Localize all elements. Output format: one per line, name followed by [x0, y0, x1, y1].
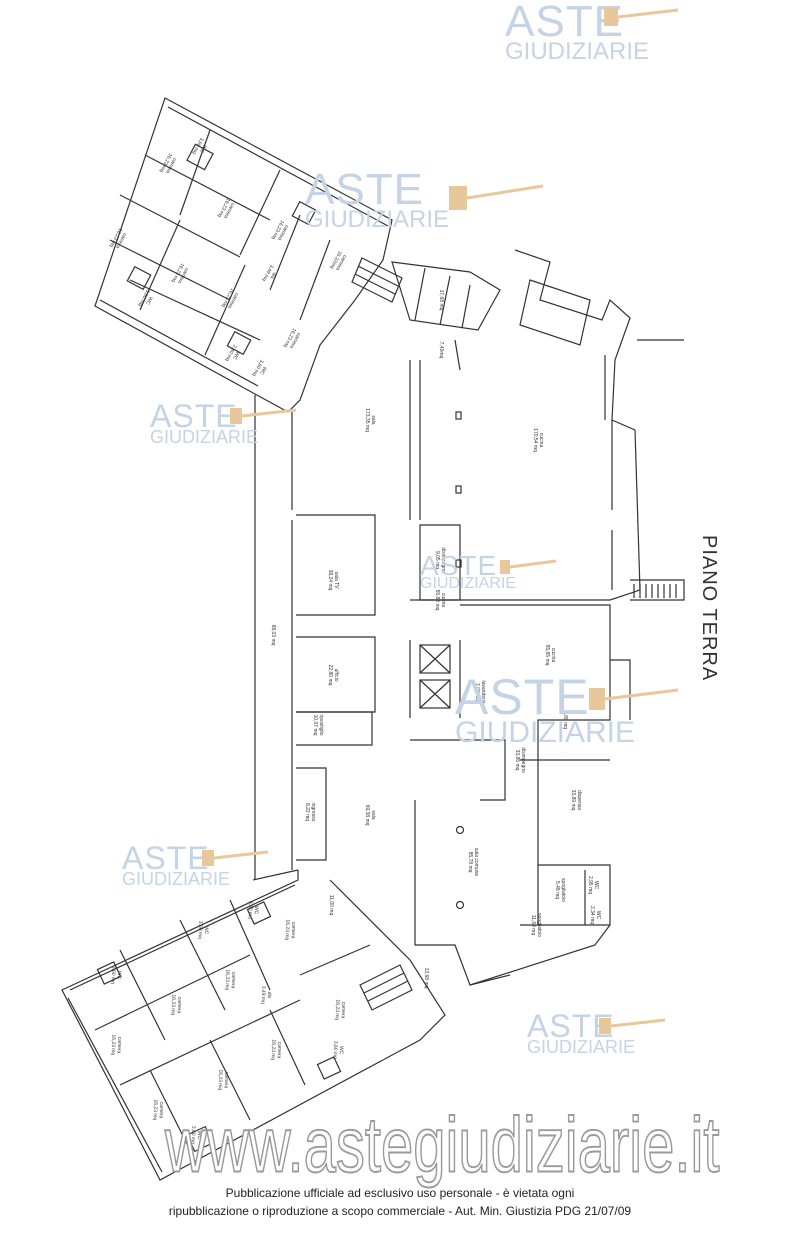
label-wc-u2: WC3,60 mq [137, 288, 156, 310]
label-camera-u3: camera16,23 mq [270, 219, 290, 243]
watermark-site: www.astegiudiziarie.it [164, 1100, 720, 1190]
label-wc-l1: WC3,60 mq [247, 901, 260, 920]
label-dis-l: dis3,49 mq [260, 986, 273, 1005]
label-camera-l6: camera16,23 mq [270, 1039, 283, 1060]
label-dispensa: dispensa33,89 mq [570, 790, 582, 811]
upper-wing-outline [94, 97, 393, 413]
label-wc-l2: WC3,60 mq [197, 921, 210, 940]
label-camera-u6: camera16,23 mq [170, 262, 190, 286]
label-cucina-small: cucina55,80 mq [434, 590, 446, 611]
label-corridor: 68,03 mq [270, 625, 276, 646]
elevator-1 [419, 644, 451, 674]
footer-line-1: Pubblicazione ufficiale ad esclusivo uso… [225, 1186, 575, 1200]
label-sala-main: sala173,35 mq [364, 408, 376, 432]
label-wc-l4: WC3,60 mq [332, 1041, 345, 1060]
label-room-12: 12,68 mq [423, 968, 429, 989]
label-wc-b: WC2,34 mq [589, 906, 601, 924]
label-ingresso: ingresso8,22 mq [304, 803, 316, 822]
label-ufficio: ufficio22,80 mq [327, 665, 339, 686]
label-disimpegno2: disimpegno33,85 mq [514, 747, 526, 773]
label-sala-tv: sala TV38,24 mq [327, 570, 339, 591]
label-camera-u4: camera16,22mq [328, 250, 348, 273]
label-wc-l5: WC3,60 mq [190, 1126, 203, 1145]
label-disimp-a: 7,40mq [438, 342, 444, 359]
label-wc-u4: WC3,60 mq [251, 358, 270, 380]
elevator-2 [419, 679, 451, 709]
label-camera-l4: camera16,23 mq [110, 1034, 123, 1055]
label-disimpegno-center: disimpegno9,05 mq [434, 547, 446, 573]
label-ripostiglio: ripostiglio10,07 mq [312, 714, 324, 735]
label-lavanderia: lavanderia7,00 mq [474, 680, 486, 703]
label-camera-l1: camera16,23 mq [284, 919, 297, 940]
label-dis-u: dis3,49 mq [261, 263, 280, 285]
lower-wing-outline [61, 870, 446, 1181]
label-sala-lower: sala69,38 mq [364, 805, 376, 826]
label-camera-l8: camera16,23 mq [152, 1099, 165, 1120]
label-camera-l2: camera16,23 mq [224, 969, 237, 990]
label-camera-u8: camera16,23 mq [282, 327, 302, 351]
label-room6: 6,89 mq [562, 711, 568, 729]
label-wc-l3: WC3,60 mq [110, 966, 123, 985]
page-title: PIANO TERRA [698, 535, 720, 682]
label-spogliatoio1: spogliatoio5,48 mq [554, 878, 566, 902]
label-cucina: cucina170,54 mq [532, 428, 544, 452]
label-disimp-b: 17,68 mq [438, 290, 444, 311]
label-camera-u7: camera16,23 mq [220, 287, 240, 311]
label-room-11: 11,00 mq [328, 895, 334, 916]
label-camera-l3: camera16,23 mq [170, 994, 183, 1015]
label-spogliatoio2: spogliatoio11,69 mq [530, 913, 542, 937]
label-wc-u3: WC2,40 mq [224, 343, 243, 365]
label-sala-comune: sala comune85,78 mq [467, 848, 479, 877]
label-camera-u1: camera16,23 mq [158, 152, 178, 176]
label-camera-l5: camera16,23 mq [334, 999, 347, 1020]
footer-line-2: ripubblicazione o riproduzione a scopo c… [168, 1204, 632, 1218]
label-camera-l7: camera16,23 mq [217, 1069, 230, 1090]
label-wc-a: WC2,95 mq [587, 876, 599, 894]
label-cucina2: cucina55,65 mq [544, 645, 556, 666]
